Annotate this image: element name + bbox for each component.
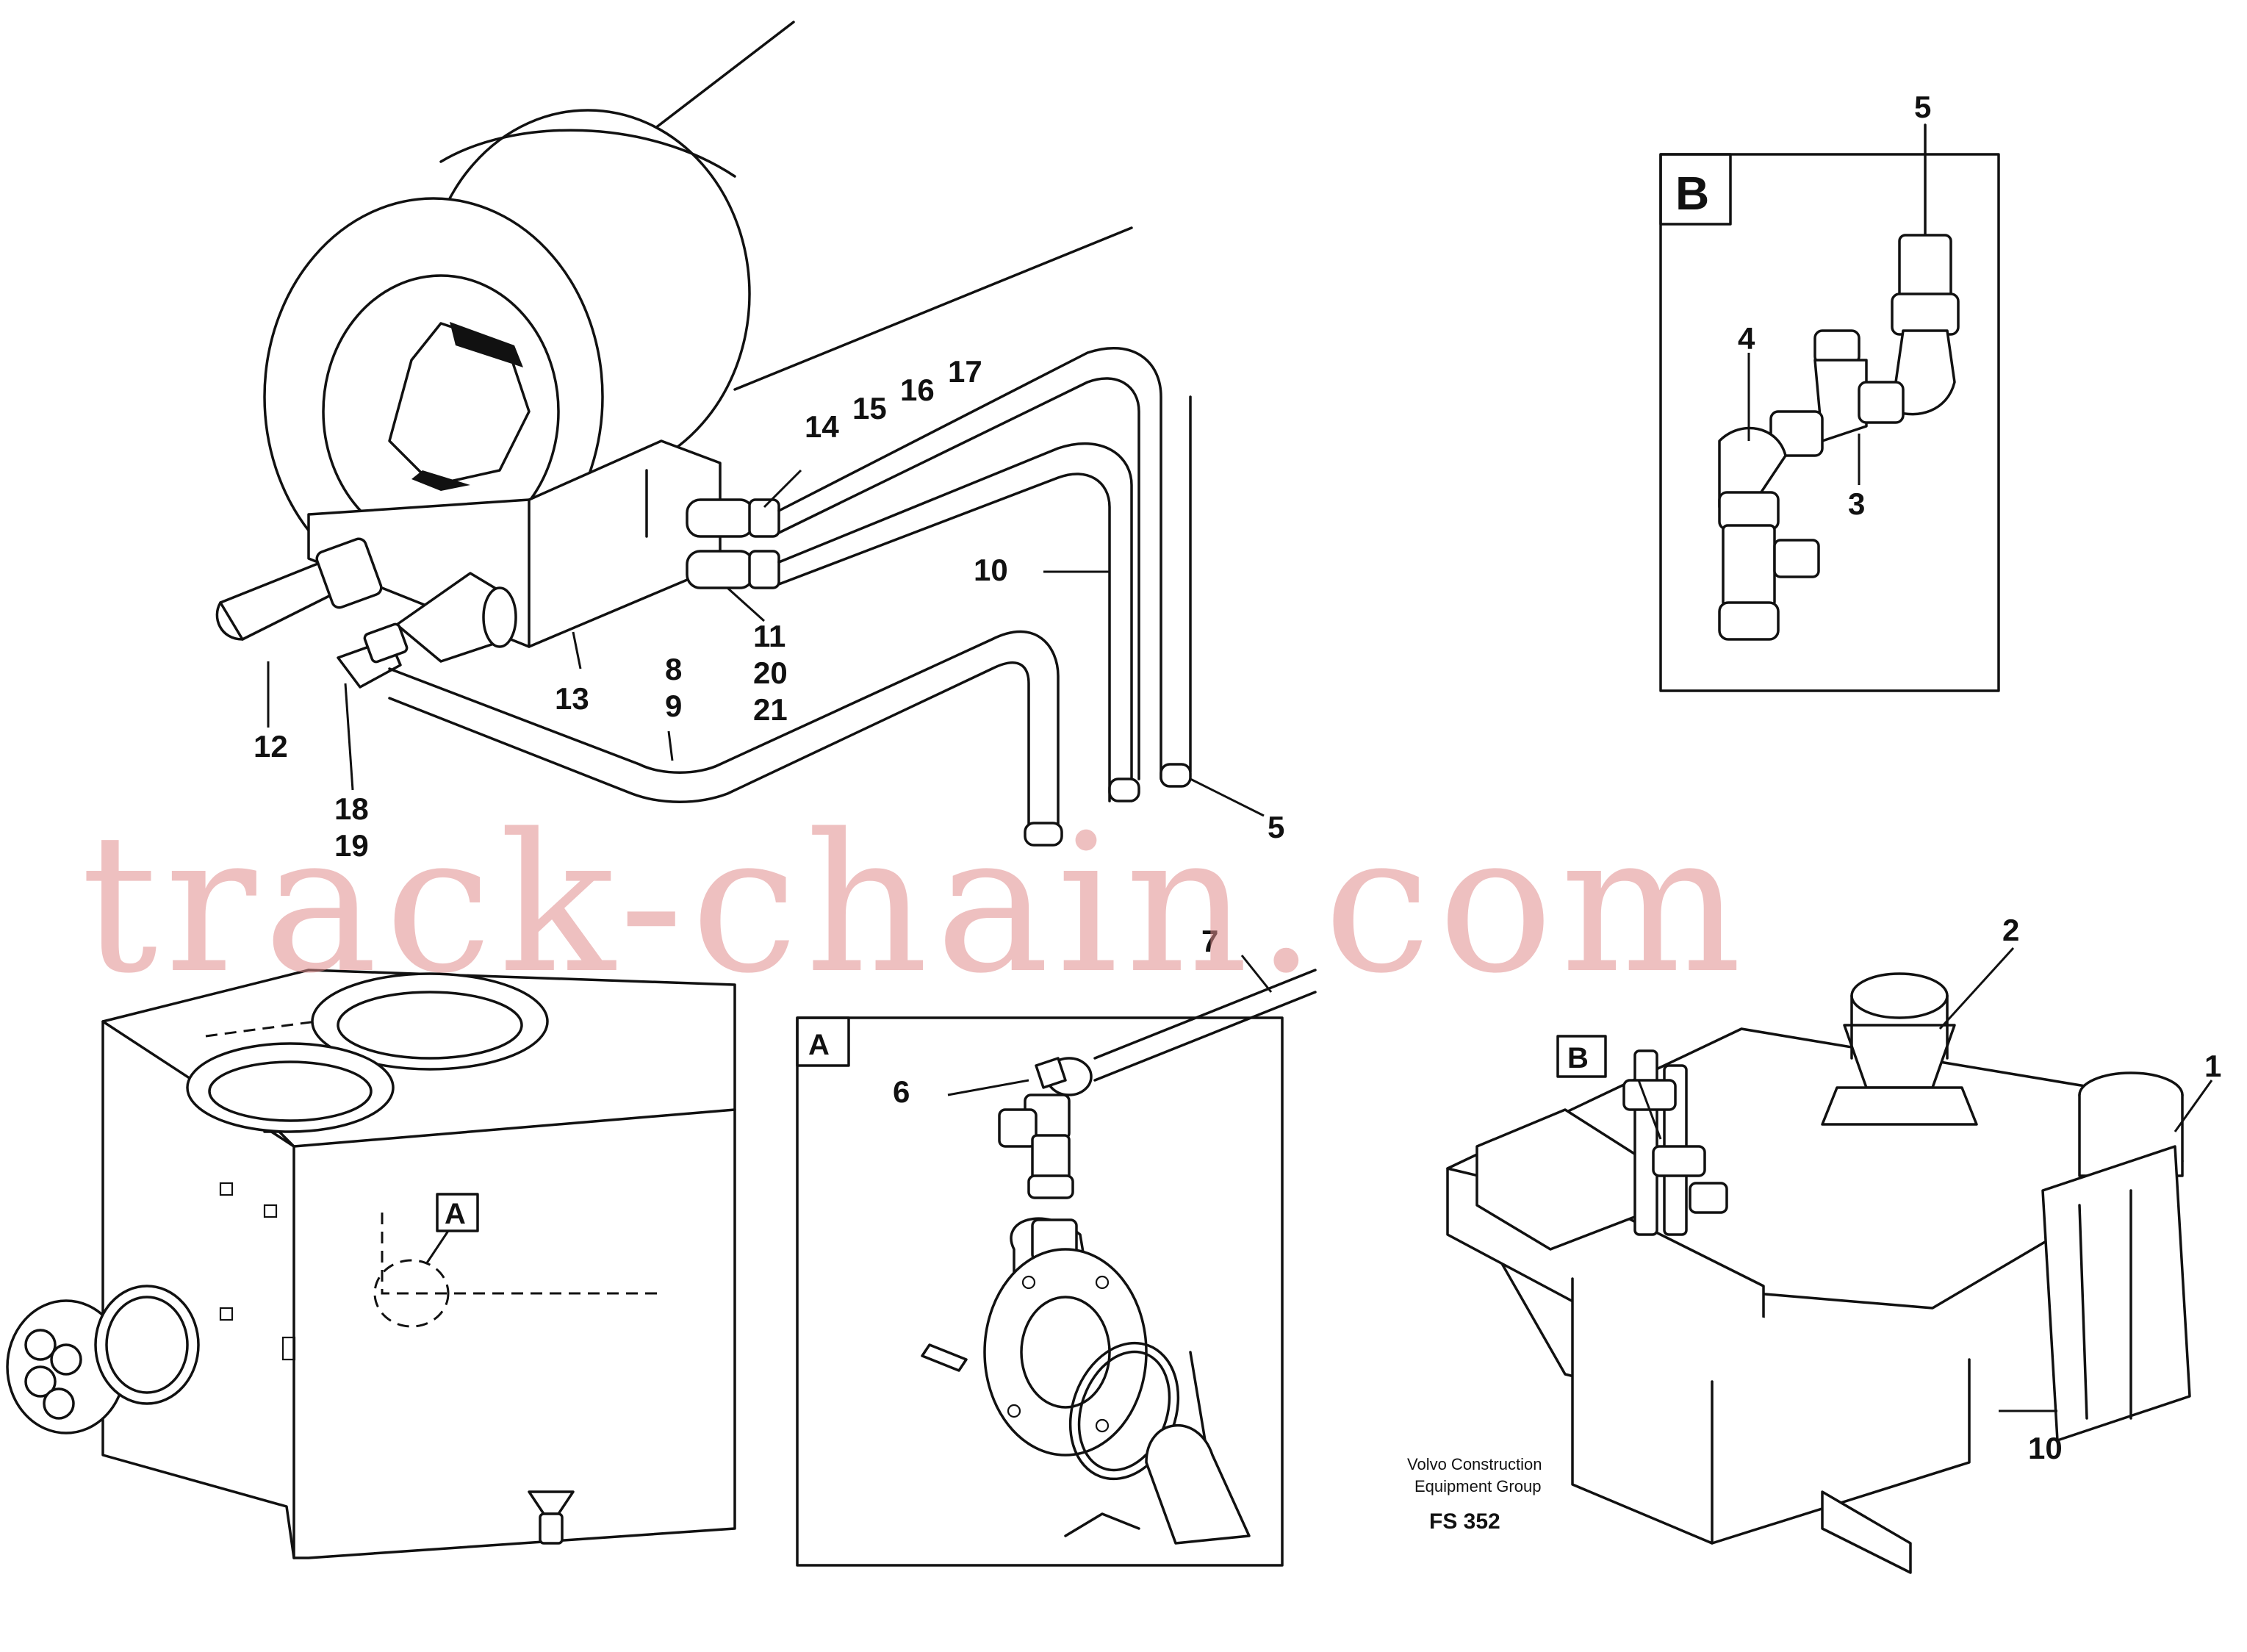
valve-block-assembly [1446,972,2191,1574]
callout-5-b: 5 [1914,90,1931,124]
callout-8: 8 [665,652,682,686]
detail-b-leaders [1747,132,1927,485]
detail-a-leaders [947,955,1273,1096]
callout-2: 2 [2002,913,2019,947]
tank-a-marker [425,1193,479,1265]
detail-a-box [796,969,1317,1567]
callout-4-b: 4 [1738,321,1755,356]
callout-17: 17 [948,354,982,389]
company-line-1: Volvo Construction [1407,1455,1542,1473]
watermark: track-chain.com [81,794,1749,1016]
diagram-code: FS 352 [1429,1509,1500,1534]
detail-a-box-label: A [808,1029,830,1061]
callout-3-b: 3 [1848,486,1865,521]
detail-b-box [1659,123,2000,692]
callout-12: 12 [254,729,288,764]
callout-1: 1 [2204,1049,2221,1083]
callout-20: 20 [753,656,788,690]
callout-11: 11 [753,619,785,653]
valve-b-label: B [1567,1042,1589,1074]
callout-14: 14 [805,409,839,444]
callout-10-top: 10 [974,553,1008,587]
top-leaders [267,469,1265,817]
tank-assembly [6,969,736,1559]
callout-18: 18 [334,791,369,826]
callout-21: 21 [753,692,788,727]
company-line-2: Equipment Group [1414,1477,1541,1495]
detail-b-box-label: B [1675,167,1709,220]
callout-16: 16 [900,373,935,407]
callout-10-bottom: 10 [2028,1431,2063,1465]
callout-labels: 12 13 18 19 8 9 11 20 21 10 5 14 15 16 1… [254,90,2221,1465]
callout-19: 19 [334,828,369,863]
bottom-right-leaders [1637,947,2213,1412]
callout-5-top: 5 [1268,810,1284,844]
callout-7: 7 [1201,924,1218,958]
footer: Volvo Construction Equipment Group FS 35… [1407,1455,1542,1534]
callout-9: 9 [665,689,682,723]
callout-6: 6 [893,1074,910,1109]
callout-13: 13 [555,681,589,716]
tank-a-label: A [445,1198,466,1230]
motor-assembly [215,21,1192,847]
callout-15: 15 [852,391,887,425]
